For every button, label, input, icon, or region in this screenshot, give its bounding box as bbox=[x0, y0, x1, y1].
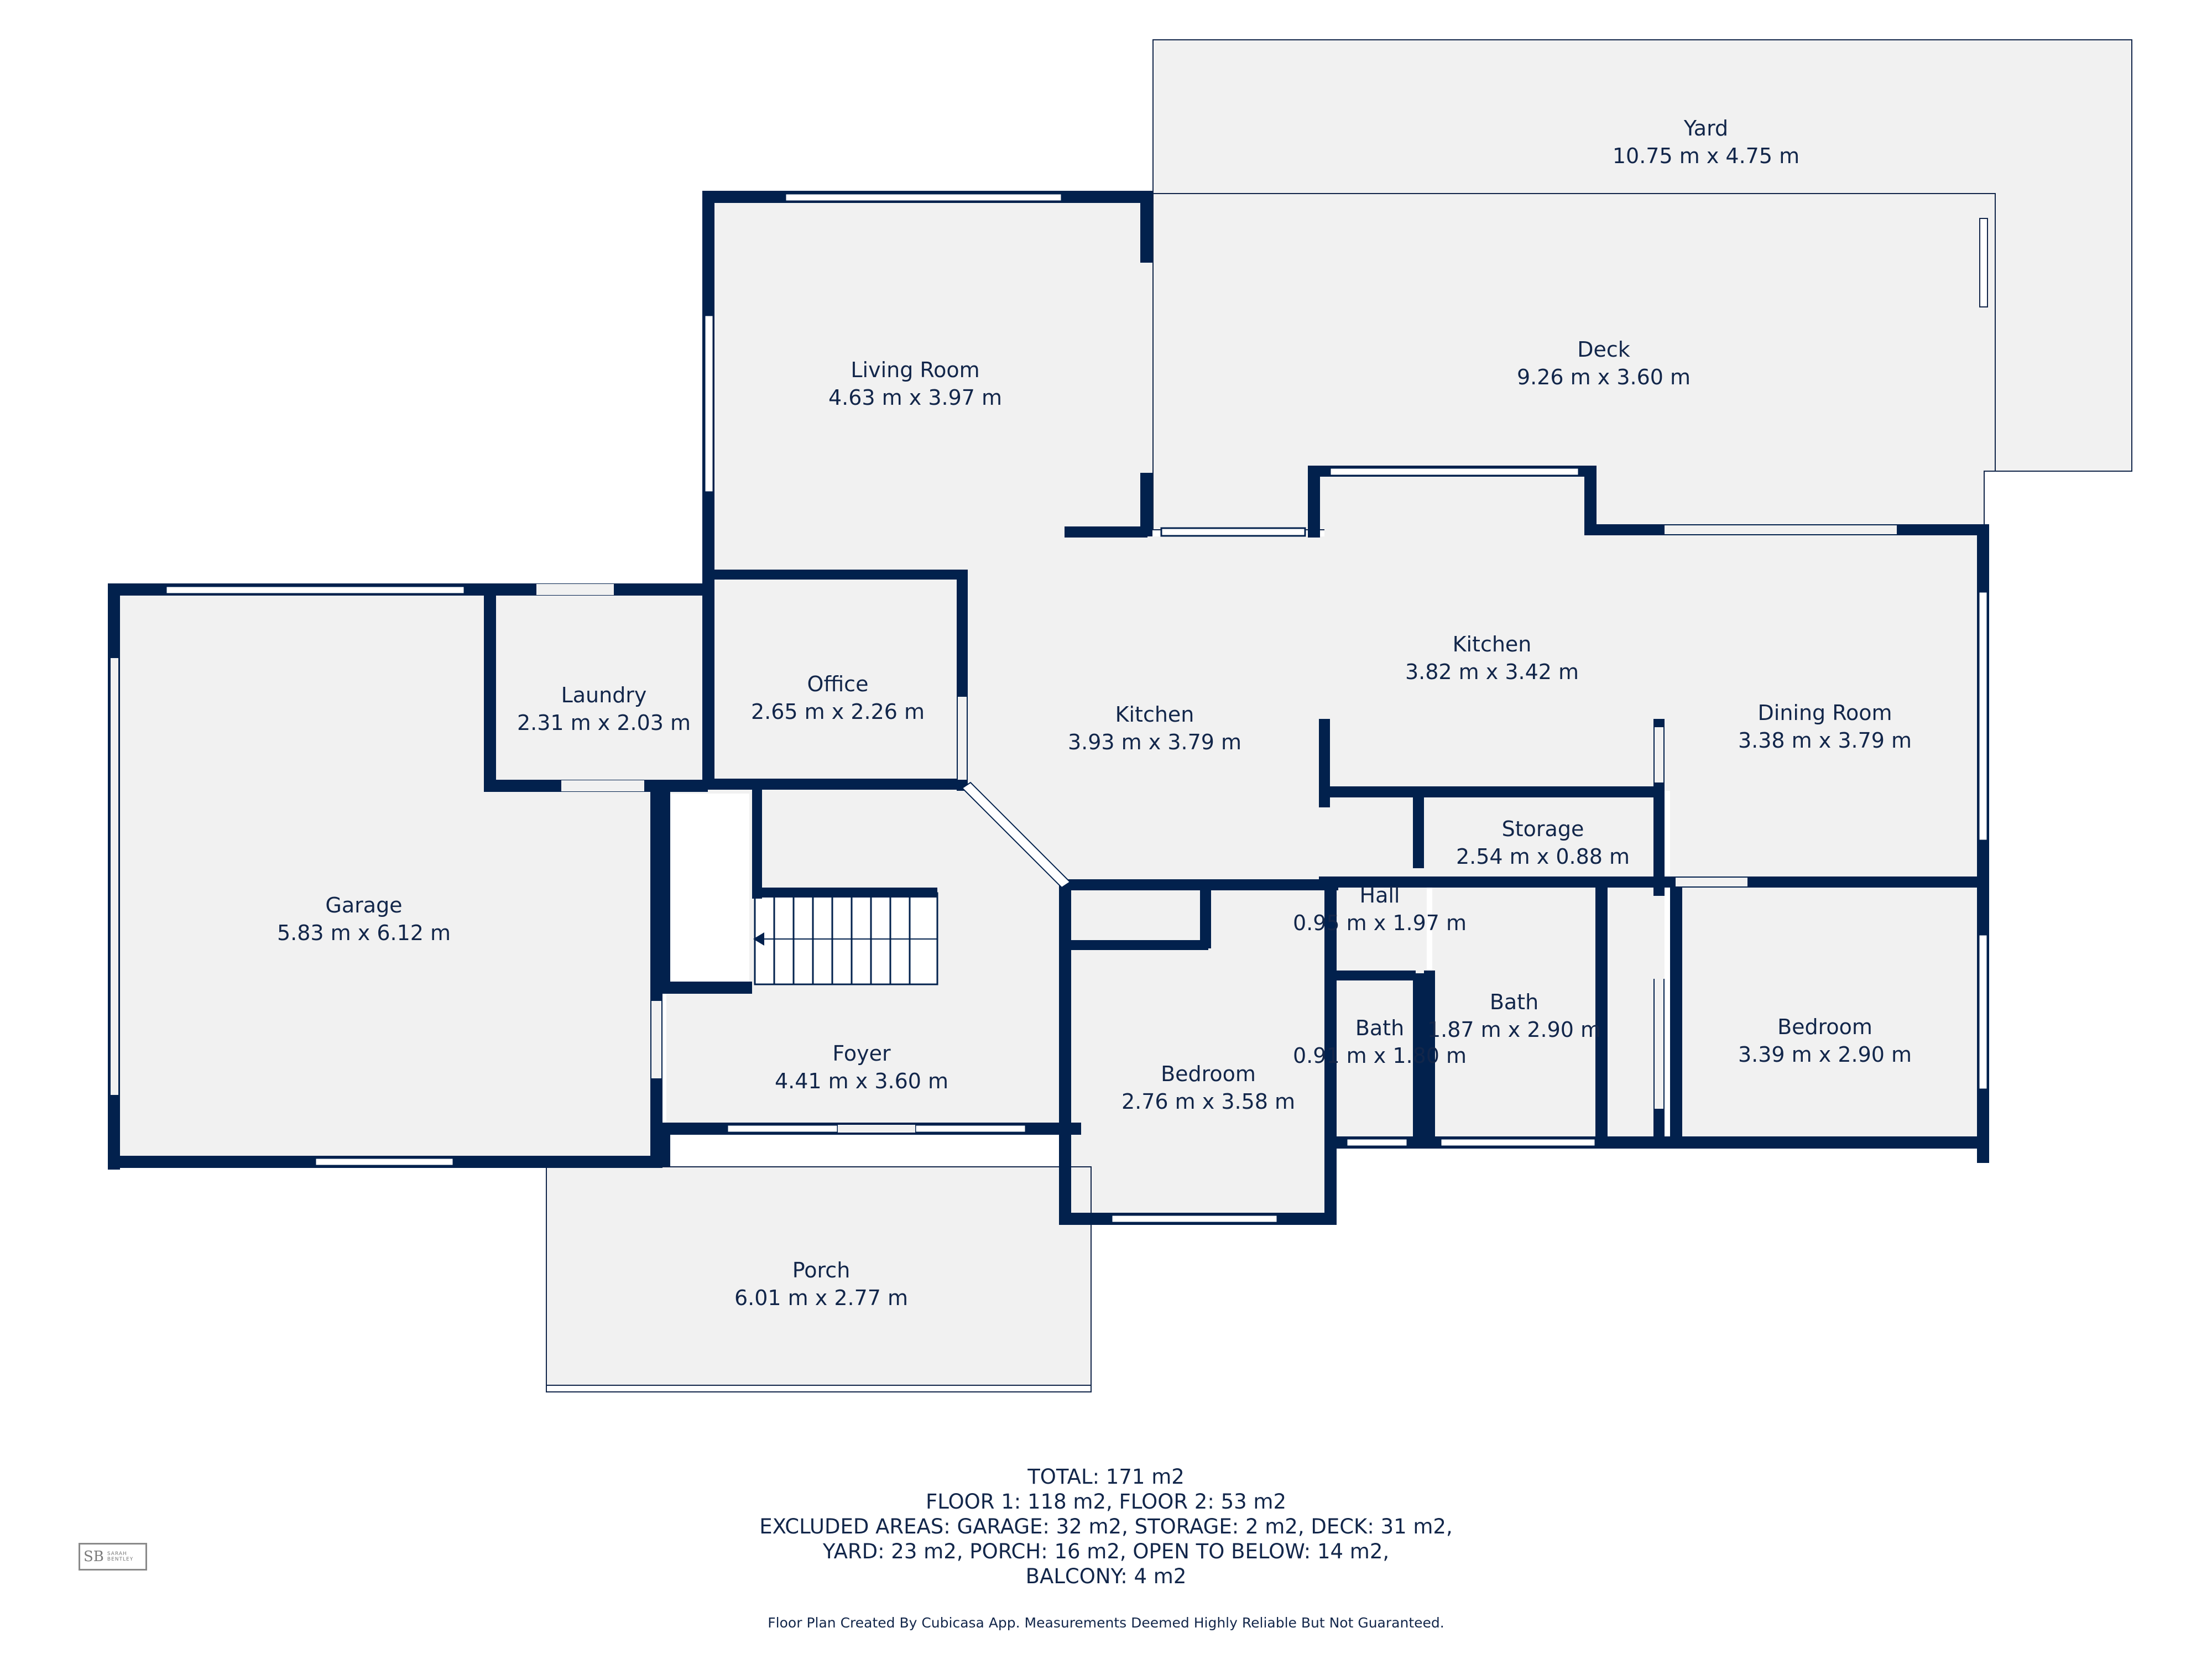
room-name: Living Room bbox=[851, 358, 979, 382]
room-label-living-room: Living Room 4.63 m x 3.97 m bbox=[828, 358, 1002, 410]
door-openings bbox=[111, 263, 1897, 1133]
room-dims: 9.26 m x 3.60 m bbox=[1517, 365, 1691, 389]
logo-name-line1: SARAH bbox=[107, 1551, 127, 1557]
logo-name: SARAH BENTLEY bbox=[107, 1551, 133, 1562]
bath-1-floor bbox=[1333, 979, 1421, 1147]
office-floor bbox=[713, 575, 962, 788]
porch-edge bbox=[546, 1385, 1092, 1392]
room-dims: 3.82 m x 3.42 m bbox=[1405, 660, 1579, 684]
room-dims: 3.93 m x 3.79 m bbox=[1068, 730, 1241, 754]
room-name: Bedroom bbox=[1777, 1015, 1872, 1039]
storage-floor bbox=[1427, 796, 1659, 879]
room-name: Bath bbox=[1490, 990, 1538, 1014]
laundry-floor bbox=[492, 589, 705, 782]
disclaimer: Floor Plan Created By Cubicasa App. Meas… bbox=[768, 1615, 1444, 1631]
room-name: Garage bbox=[325, 893, 402, 917]
summary-excluded-3: BALCONY: 4 m2 bbox=[1025, 1564, 1187, 1588]
room-label-bath-2: Bath 1.87 m x 2.90 m bbox=[1427, 990, 1601, 1042]
open-to-below bbox=[669, 794, 749, 984]
room-label-laundry: Laundry 2.31 m x 2.03 m bbox=[517, 683, 691, 735]
brand-logo: SB SARAH BENTLEY bbox=[79, 1543, 147, 1571]
room-dims: 2.76 m x 3.58 m bbox=[1121, 1089, 1295, 1114]
room-name: Porch bbox=[792, 1258, 851, 1282]
room-name: Laundry bbox=[561, 683, 647, 707]
living-room-floor bbox=[713, 199, 1147, 575]
room-label-bedroom-1: Bedroom 2.76 m x 3.58 m bbox=[1121, 1062, 1295, 1114]
room-name: Bedroom bbox=[1161, 1062, 1256, 1086]
deck-floor bbox=[1152, 193, 1996, 530]
room-label-bedroom-2: Bedroom 3.39 m x 2.90 m bbox=[1738, 1015, 1912, 1067]
room-dims: 0.91 m x 1.80 m bbox=[1293, 1044, 1467, 1068]
room-label-porch: Porch 6.01 m x 2.77 m bbox=[734, 1258, 908, 1310]
room-label-kitchen-1: Kitchen 3.93 m x 3.79 m bbox=[1068, 702, 1241, 754]
room-label-dining-room: Dining Room 3.38 m x 3.79 m bbox=[1738, 701, 1912, 753]
room-label-garage: Garage 5.83 m x 6.12 m bbox=[277, 893, 451, 945]
summary-floors: FLOOR 1: 118 m2, FLOOR 2: 53 m2 bbox=[925, 1490, 1287, 1514]
room-label-kitchen-2: Kitchen 3.82 m x 3.42 m bbox=[1405, 632, 1579, 684]
room-label-storage: Storage 2.54 m x 0.88 m bbox=[1456, 817, 1630, 869]
room-name: Dining Room bbox=[1758, 701, 1892, 725]
room-name: Office bbox=[807, 672, 869, 696]
porch-floor bbox=[546, 1166, 1092, 1389]
room-dims: 6.01 m x 2.77 m bbox=[734, 1286, 908, 1310]
room-dims: 4.63 m x 3.97 m bbox=[828, 385, 1002, 410]
room-label-foyer: Foyer 4.41 m x 3.60 m bbox=[775, 1041, 948, 1093]
room-name: Deck bbox=[1577, 337, 1630, 362]
summary-excluded-1: EXCLUDED AREAS: GARAGE: 32 m2, STORAGE: … bbox=[759, 1515, 1453, 1538]
room-label-hall: Hall 0.95 m x 1.97 m bbox=[1293, 883, 1467, 935]
room-name: Yard bbox=[1683, 116, 1728, 140]
summary-excluded-2: YARD: 23 m2, PORCH: 16 m2, OPEN TO BELOW… bbox=[822, 1540, 1390, 1563]
stairs bbox=[669, 794, 938, 985]
room-name: Foyer bbox=[832, 1041, 891, 1066]
area-summary: TOTAL: 171 m2 FLOOR 1: 118 m2, FLOOR 2: … bbox=[0, 1464, 2212, 1589]
bedroom-1-floor bbox=[1070, 888, 1327, 1214]
room-label-office: Office 2.65 m x 2.26 m bbox=[751, 672, 925, 724]
room-dims: 3.38 m x 3.79 m bbox=[1738, 728, 1912, 753]
room-dims: 2.54 m x 0.88 m bbox=[1456, 844, 1630, 869]
room-dims: 2.31 m x 2.03 m bbox=[517, 711, 691, 735]
dining-room-floor bbox=[1670, 531, 1983, 882]
room-label-bath-1: Bath 0.91 m x 1.80 m bbox=[1293, 1016, 1467, 1068]
room-dims: 2.65 m x 2.26 m bbox=[751, 700, 925, 724]
room-dims: 1.87 m x 2.90 m bbox=[1427, 1018, 1601, 1042]
room-dims: 10.75 m x 4.75 m bbox=[1613, 144, 1799, 168]
room-name: Hall bbox=[1360, 883, 1400, 907]
bedroom-2-floor bbox=[1670, 888, 1983, 1147]
bath-2-floor bbox=[1432, 888, 1604, 1147]
room-dims: 3.39 m x 2.90 m bbox=[1738, 1042, 1912, 1067]
room-dims: 4.41 m x 3.60 m bbox=[775, 1069, 948, 1093]
room-name: Kitchen bbox=[1115, 702, 1194, 727]
diagonal-wall bbox=[961, 781, 1071, 889]
room-labels: Yard 10.75 m x 4.75 m Deck 9.26 m x 3.60 m… bbox=[277, 116, 1912, 1310]
windows bbox=[165, 192, 1989, 1224]
room-name: Storage bbox=[1502, 817, 1584, 841]
room-name: Kitchen bbox=[1453, 632, 1532, 656]
room-dims: 0.95 m x 1.97 m bbox=[1293, 911, 1467, 935]
room-name: Bath bbox=[1355, 1016, 1404, 1040]
summary-total: TOTAL: 171 m2 bbox=[1027, 1465, 1185, 1489]
deck-window bbox=[1979, 218, 1988, 307]
room-dims: 5.83 m x 6.12 m bbox=[277, 921, 451, 945]
stair-arrow bbox=[753, 932, 764, 946]
room-label-deck: Deck 9.26 m x 3.60 m bbox=[1517, 337, 1691, 389]
logo-monogram: SB bbox=[84, 1548, 104, 1565]
logo-name-line2: BENTLEY bbox=[107, 1557, 134, 1562]
room-label-yard: Yard 10.75 m x 4.75 m bbox=[1613, 116, 1799, 168]
